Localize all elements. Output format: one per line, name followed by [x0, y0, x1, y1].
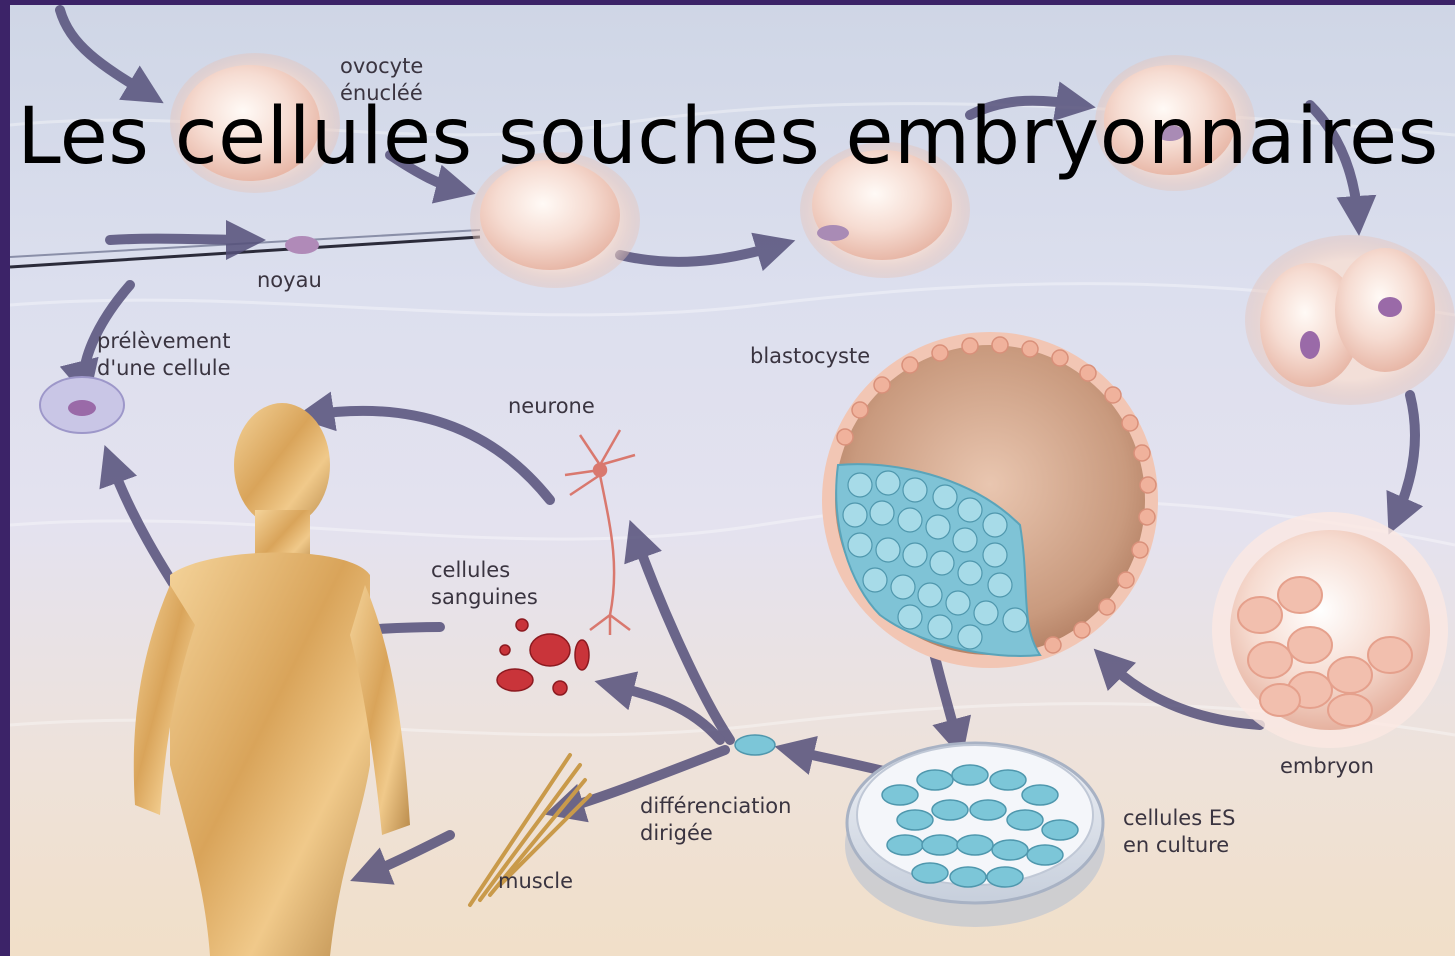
label-differenciation-line1: différenciation [640, 793, 791, 820]
differentiating-cell [735, 735, 775, 755]
label-es-cells: cellules ES en culture [1123, 805, 1235, 859]
label-prelevement-line2: d'une cellule [97, 355, 231, 382]
label-differenciation: différenciation dirigée [640, 793, 791, 847]
label-embryon: embryon [1280, 753, 1374, 780]
label-oocyte-line1: ovocyte [340, 53, 423, 80]
label-differenciation-line2: dirigée [640, 820, 791, 847]
label-noyau: noyau [257, 267, 322, 294]
label-neurone: neurone [508, 393, 595, 420]
label-prelevement: prélèvement d'une cellule [97, 328, 231, 382]
blood-cells [497, 619, 589, 695]
nucleus-cell [285, 236, 319, 254]
label-blood-cells: cellules sanguines [431, 557, 538, 611]
label-blood-cells-line1: cellules [431, 557, 538, 584]
blastocyst [822, 332, 1158, 668]
label-blood-cells-line2: sanguines [431, 584, 538, 611]
neuron [565, 430, 635, 635]
slide-title: Les cellules souches embryonnaires [0, 92, 1455, 182]
petri-dish [845, 743, 1105, 927]
label-blastocyste: blastocyste [750, 343, 870, 370]
label-es-cells-line1: cellules ES [1123, 805, 1235, 832]
donor-cell-nucleus [68, 400, 96, 416]
morula [1212, 512, 1448, 748]
two-cell-embryo [1245, 235, 1455, 405]
label-prelevement-line1: prélèvement [97, 328, 231, 355]
label-muscle: muscle [498, 868, 573, 895]
label-es-cells-line2: en culture [1123, 832, 1235, 859]
